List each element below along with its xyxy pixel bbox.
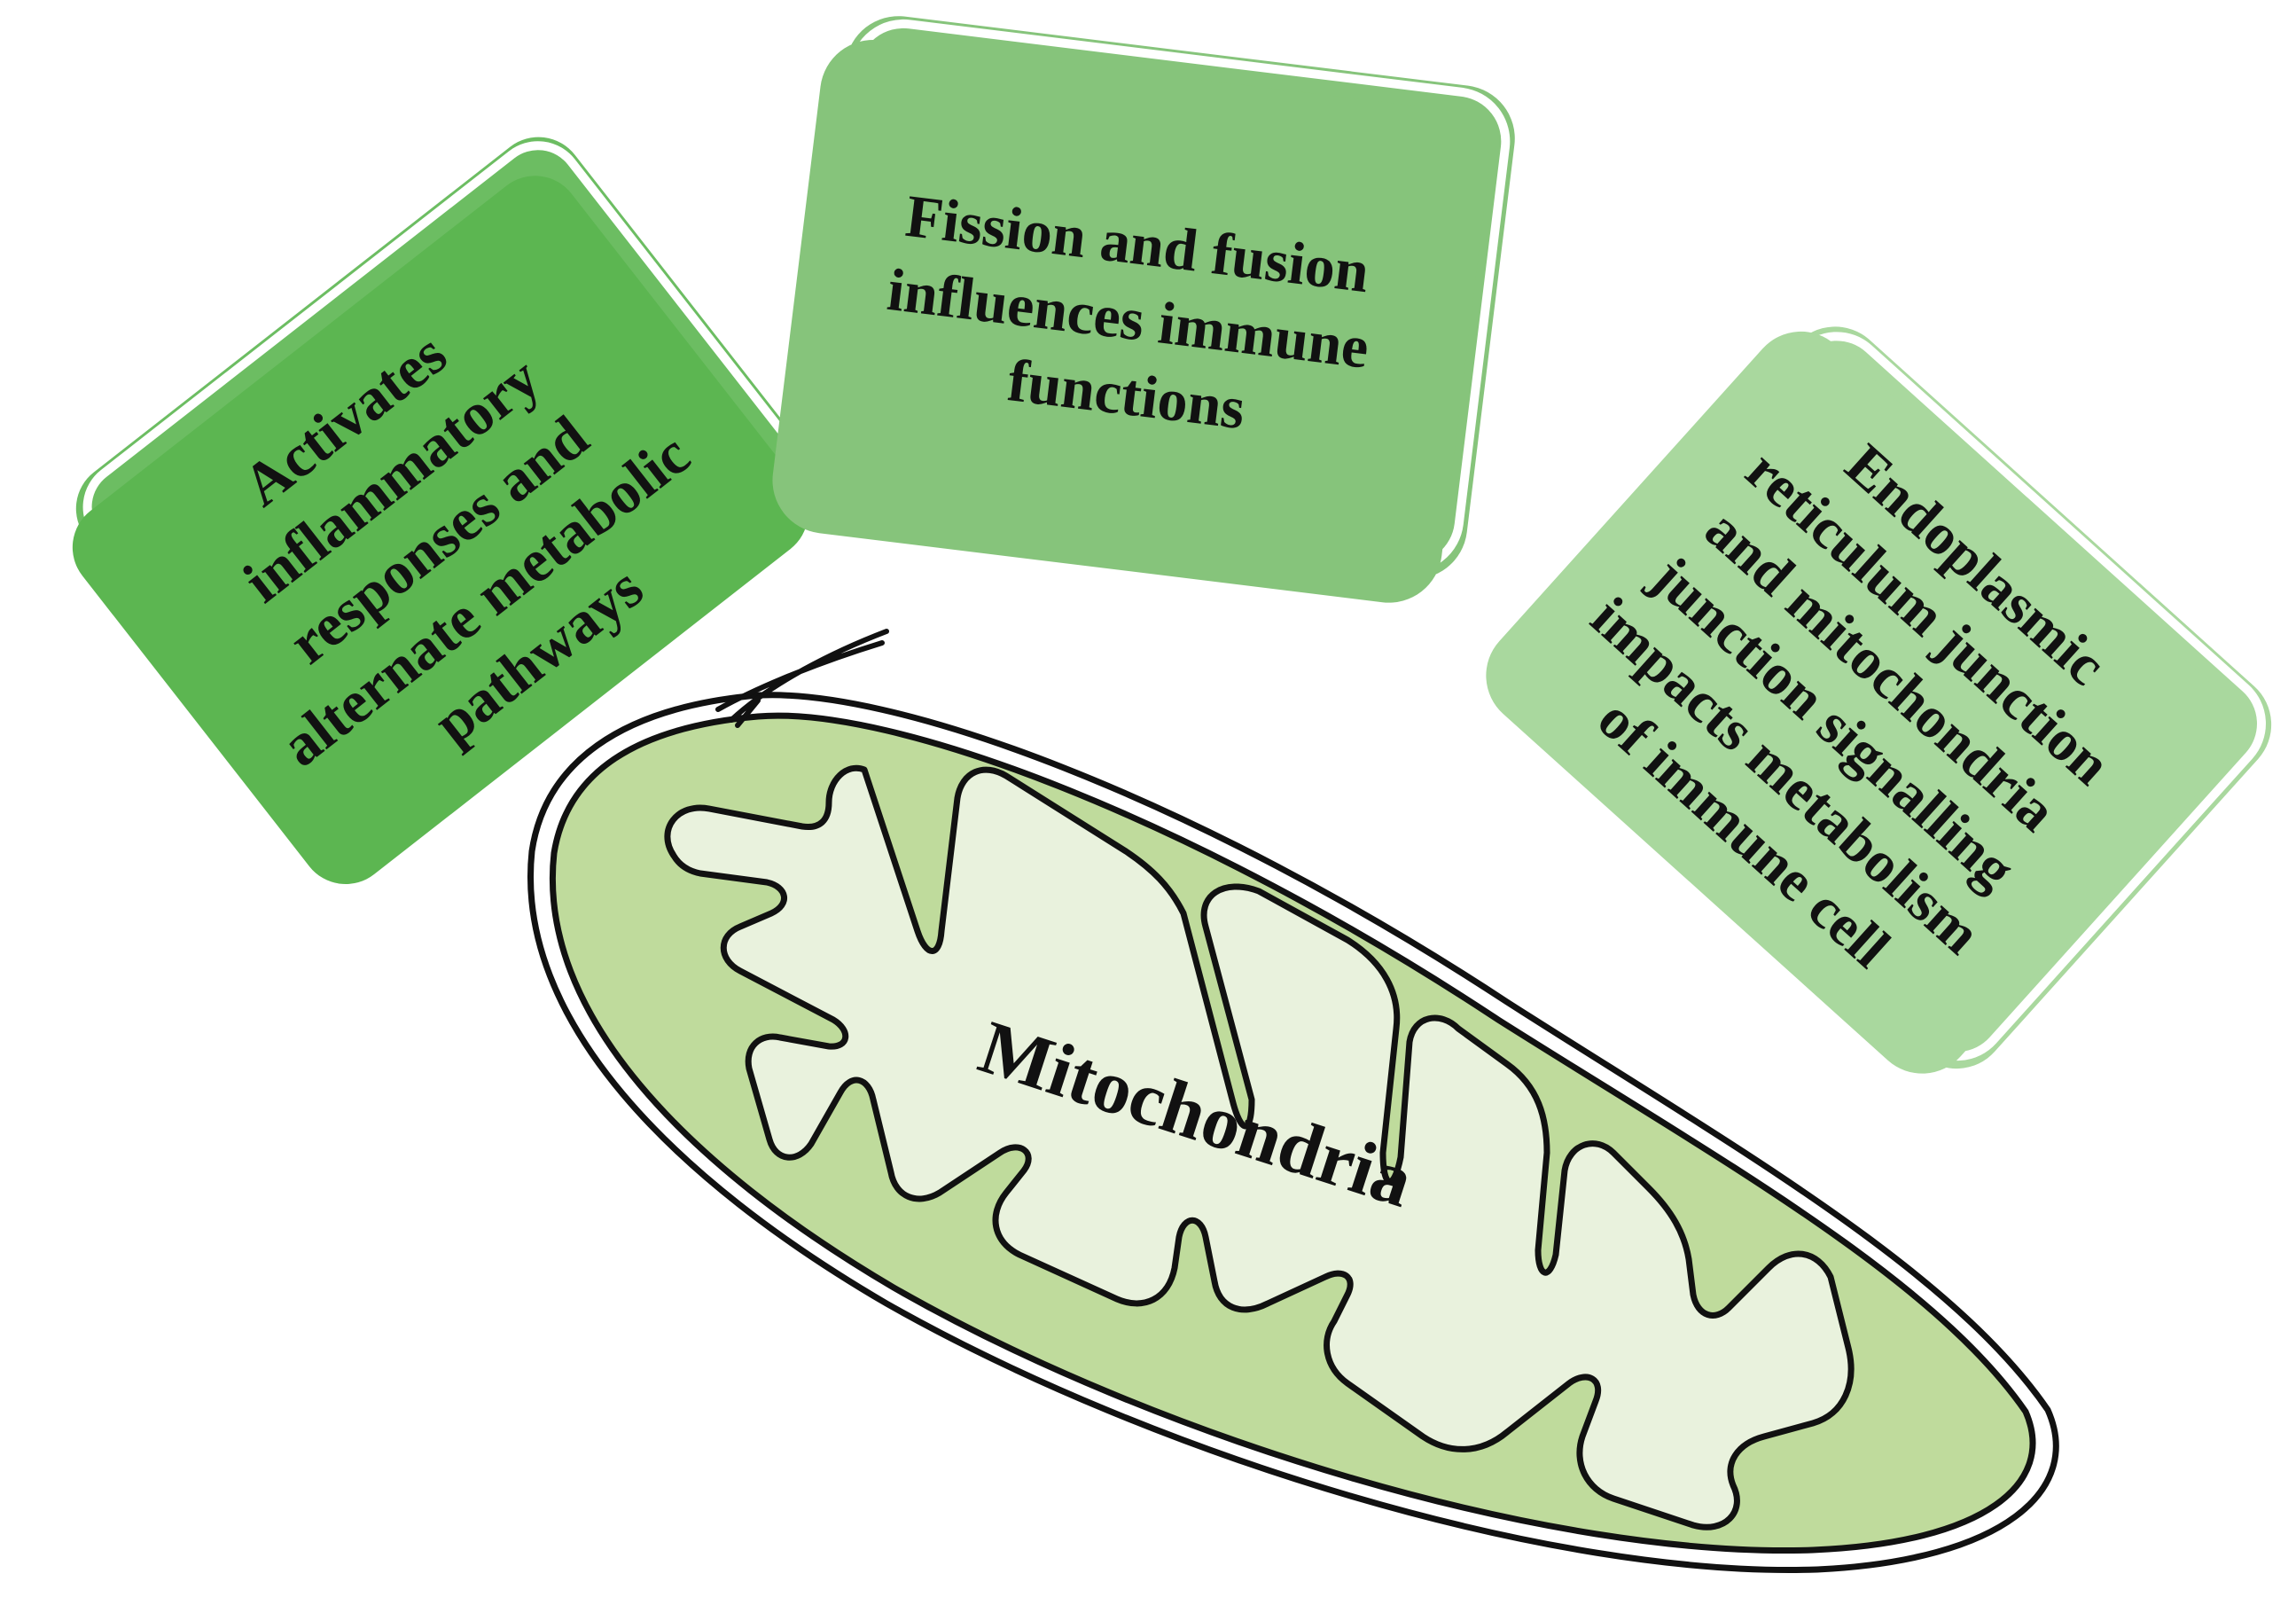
- mitochondrion-cristae: [664, 764, 1855, 1530]
- mitochondrion: Mitochondria: [527, 629, 2059, 1573]
- card-right-text: Endoplasmic reticulum junction and mitoc…: [1531, 374, 2193, 1029]
- membrane-sketch-mark: [715, 629, 889, 728]
- card-middle: Fission and fusion influences immune fun…: [772, 16, 1515, 603]
- card-right: Endoplasmic reticulum junction and mitoc…: [1486, 326, 2272, 1074]
- card-left: Activates inflammatory responses and alt…: [72, 137, 812, 885]
- mitochondrion-outer-membrane: [527, 692, 2059, 1573]
- card-left-face: [72, 176, 808, 885]
- card-middle-face: [772, 39, 1490, 603]
- card-right-face: [1486, 331, 2237, 1074]
- card-left-text: Activates inflammatory responses and alt…: [128, 231, 761, 840]
